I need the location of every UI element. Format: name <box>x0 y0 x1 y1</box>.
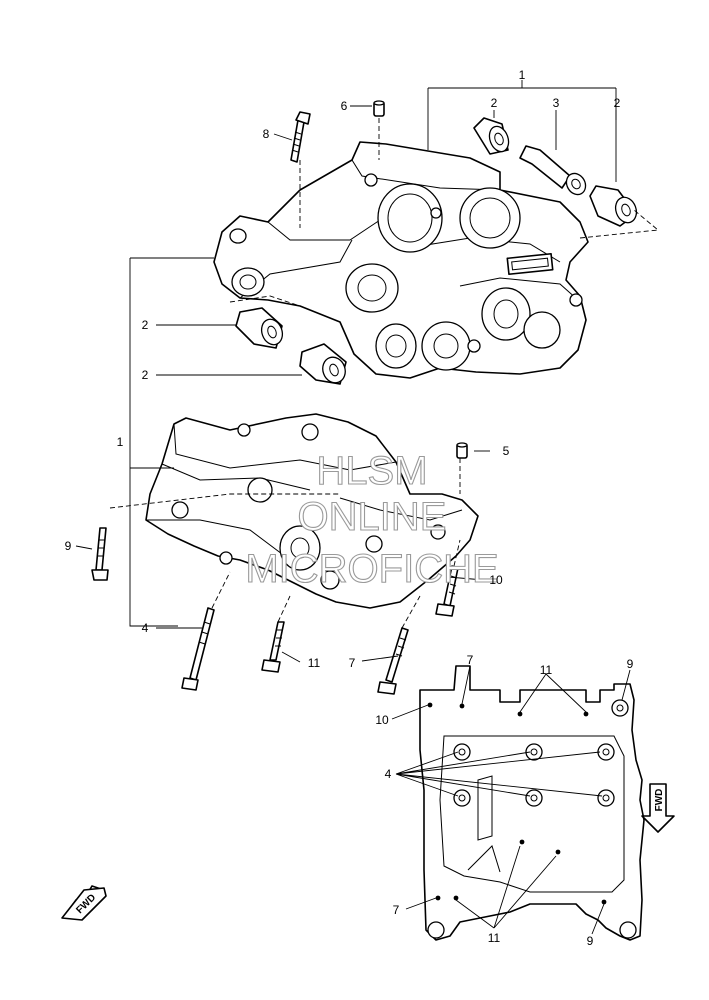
lower-crankcase <box>145 413 479 609</box>
callout-9-bolt-pattern-top: 9 <box>627 657 634 671</box>
fwd-arrow-left: FWD <box>61 885 107 921</box>
bolt-pattern-view <box>419 665 645 941</box>
bolt-9-left <box>91 527 109 581</box>
callout-1-left: 1 <box>117 435 124 449</box>
bolt-8 <box>290 111 311 163</box>
bolt-4 <box>181 607 215 691</box>
callout-9-bolt-pattern-bottom: 9 <box>587 934 594 948</box>
fwd-arrow-right: FWD <box>641 783 675 833</box>
bolt-10-mid <box>435 565 459 617</box>
watermark-line-1: HLSM <box>316 449 427 493</box>
callout-5: 5 <box>503 444 510 458</box>
leader-lines <box>75 80 631 935</box>
bolt-11-mid <box>261 621 285 673</box>
bolt-7-mid <box>377 627 409 695</box>
callout-1-top: 1 <box>519 68 526 82</box>
callout-4-bolt-pattern: 4 <box>385 767 392 781</box>
assembly-lines <box>109 118 660 629</box>
collar-3 <box>519 145 587 196</box>
watermark: HLSM ONLINE MICROFICHE <box>245 448 499 591</box>
watermark-line-2: ONLINE <box>298 495 447 539</box>
callout-7-mid: 7 <box>349 656 356 670</box>
dowel-pin-5 <box>456 442 468 459</box>
bushing-mid-b <box>299 343 347 385</box>
callout-2-mid-b: 2 <box>142 368 149 382</box>
callout-4-left: 4 <box>142 621 149 635</box>
fwd-label-right: FWD <box>654 789 665 812</box>
callout-2-top-left: 2 <box>491 96 498 110</box>
callout-7-bolt-pattern-top: 7 <box>467 653 474 667</box>
bushing-top-right <box>589 185 638 227</box>
callout-11-bolt-pattern-bottom: 11 <box>488 931 501 945</box>
callout-2-mid-a: 2 <box>142 318 149 332</box>
callout-6: 6 <box>341 99 348 113</box>
callout-11-mid: 11 <box>308 656 321 670</box>
watermark-line-3: MICROFICHE <box>245 547 498 591</box>
bushing-top-left <box>473 117 510 155</box>
callout-10-mid: 10 <box>489 573 503 587</box>
callout-10-bolt-pattern: 10 <box>375 713 389 727</box>
callout-8: 8 <box>263 127 270 141</box>
callout-7-bolt-pattern-bottom: 7 <box>393 903 400 917</box>
callout-2-top-right: 2 <box>614 96 621 110</box>
callout-labels: 1 2 3 2 6 8 2 2 1 5 9 10 4 11 7 7 11 9 1… <box>65 68 634 948</box>
upper-crankcase <box>213 141 589 379</box>
callout-3-top: 3 <box>553 96 560 110</box>
callout-9-left: 9 <box>65 539 72 553</box>
callout-11-bolt-pattern-top: 11 <box>540 663 553 677</box>
bushing-mid-a <box>235 307 284 349</box>
dowel-pin-6 <box>373 100 385 117</box>
